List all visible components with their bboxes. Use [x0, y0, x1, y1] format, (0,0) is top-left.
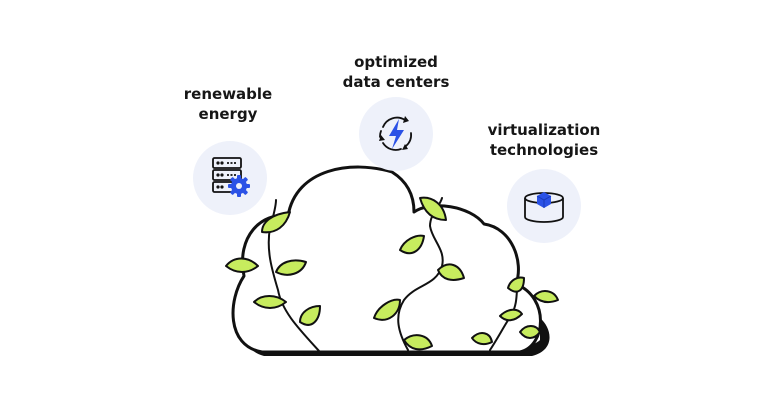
label-line: technologies	[489, 141, 599, 159]
leaf	[261, 211, 291, 234]
label-line: virtualization	[487, 121, 601, 139]
leaf	[507, 276, 525, 293]
server-gear-icon	[212, 157, 250, 197]
label-line: renewable	[183, 85, 273, 103]
leaf	[275, 259, 307, 276]
energy-cycle-icon	[379, 116, 412, 151]
leaf	[471, 332, 493, 346]
leaf	[399, 234, 425, 255]
leaf	[519, 325, 541, 339]
label-line: energy	[198, 105, 258, 123]
leaf	[299, 305, 321, 326]
renewable-energy-badge	[193, 141, 267, 215]
leaf	[253, 295, 287, 309]
leaf	[533, 290, 559, 304]
renewable-energy-label: renewable energy	[176, 84, 280, 124]
vine-left	[267, 199, 321, 353]
label-line: data centers	[342, 73, 450, 91]
leaf	[499, 308, 523, 322]
leaf	[437, 263, 465, 281]
leaf	[373, 298, 401, 321]
cloud-outline	[231, 165, 542, 354]
optimized-data-centers-label: optimized data centers	[334, 52, 458, 92]
virtualization-technologies-label: virtualization technologies	[484, 120, 604, 160]
label-line: optimized	[354, 53, 438, 71]
leaf	[225, 257, 259, 273]
virtualization-technologies-badge	[507, 169, 581, 243]
optimized-data-centers-badge	[359, 97, 433, 171]
virtual-cube-icon	[524, 192, 564, 223]
leaf	[419, 196, 447, 221]
leaf	[403, 334, 433, 351]
